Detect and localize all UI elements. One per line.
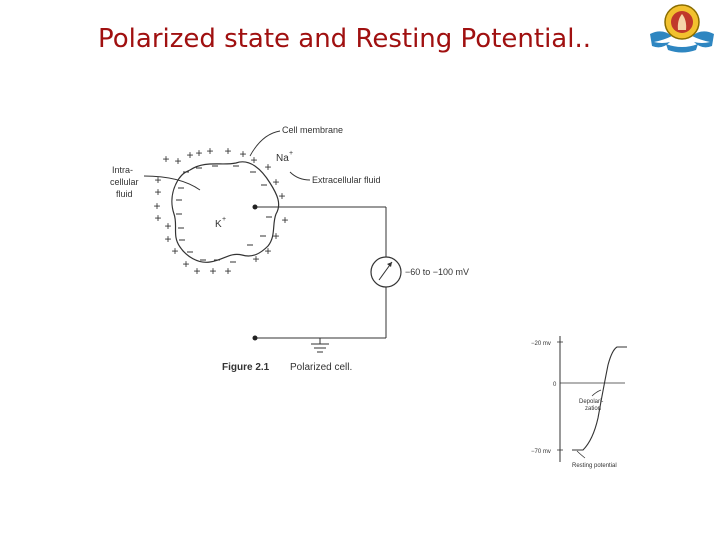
logo-right-wing [692, 31, 714, 48]
figure-caption-text: Polarized cell. [290, 362, 352, 373]
graph-tick-label-zero: 0 [553, 382, 557, 388]
depolarization-label-line2: zation [585, 406, 601, 412]
voltmeter-needle-arrowhead [387, 262, 392, 267]
circuit-wires [255, 206, 387, 344]
resting-arrow [576, 450, 586, 459]
sodium-ion-charge: + [289, 150, 293, 157]
logo-left-wing [650, 31, 672, 48]
intracellular-leader [143, 175, 201, 191]
potassium-ion-charge: + [222, 216, 226, 223]
leader-lines [143, 130, 311, 191]
charge-plus: + [224, 144, 231, 158]
charge-plus: + [272, 229, 279, 243]
positive-charges-outside: + + + + + + + + + + + + + + + + + + + + … [153, 144, 288, 278]
ground-symbol [311, 343, 329, 353]
charge-plus: + [193, 264, 200, 278]
extracellular-fluid-label: Extracellular fluid [312, 175, 381, 185]
charge-plus: + [264, 160, 271, 174]
intracellular-fluid-label-line2: cellular [110, 177, 139, 187]
depolarization-arrow [591, 389, 602, 397]
charge-plus: + [186, 148, 193, 162]
charge-plus: + [164, 219, 171, 233]
charge-plus: + [272, 175, 279, 189]
charge-plus: + [239, 147, 246, 161]
cell-membrane-label: Cell membrane [282, 125, 343, 135]
voltmeter-reading: −60 to −100 mV [405, 267, 469, 277]
logo-ribbon [666, 44, 698, 53]
intracellular-fluid-label-line1: Intra- [112, 165, 133, 175]
cell-membrane-outline [171, 161, 280, 263]
depolarization-graph: −20 mv 0 −70 mv Depolari- zation Resting… [531, 336, 627, 469]
graph-tick-label-top: −20 mv [531, 341, 551, 347]
negative-charges-inside [176, 165, 272, 263]
charge-plus: + [162, 152, 169, 166]
membrane-potential-curve [572, 346, 627, 451]
institution-logo [650, 4, 714, 53]
voltmeter [370, 256, 402, 288]
logo-figure [677, 14, 687, 30]
charge-plus: + [195, 146, 202, 160]
graph-tick-label-bottom: −70 mv [531, 449, 551, 455]
charge-plus: + [154, 185, 161, 199]
charge-plus: + [224, 264, 231, 278]
depolarization-label-line1: Depolari- [579, 399, 603, 405]
charge-plus: + [154, 173, 161, 187]
charge-plus: + [281, 213, 288, 227]
charge-plus: + [182, 257, 189, 271]
charge-plus: + [153, 199, 160, 213]
charge-plus: + [209, 264, 216, 278]
charge-plus: + [278, 189, 285, 203]
charge-plus: + [264, 244, 271, 258]
charge-plus: + [171, 244, 178, 258]
charge-plus: + [250, 153, 257, 167]
extracellular-leader [289, 171, 311, 181]
intracellular-fluid-label-line3: fluid [116, 189, 133, 199]
charge-plus: + [164, 232, 171, 246]
sodium-ion-label: Na [276, 153, 289, 164]
charge-plus: + [206, 144, 213, 158]
figure-caption-number: Figure 2.1 [222, 362, 270, 373]
potassium-ion-label: K [215, 219, 222, 230]
resting-potential-label: Resting potential [572, 463, 617, 469]
membrane-leader [249, 130, 281, 157]
reference-electrode [252, 335, 258, 341]
charge-plus: + [252, 252, 259, 266]
intracellular-electrode [252, 204, 258, 210]
charge-plus: + [174, 154, 181, 168]
charge-plus: + [154, 211, 161, 225]
slide-title: Polarized state and Resting Potential.. [98, 24, 591, 54]
